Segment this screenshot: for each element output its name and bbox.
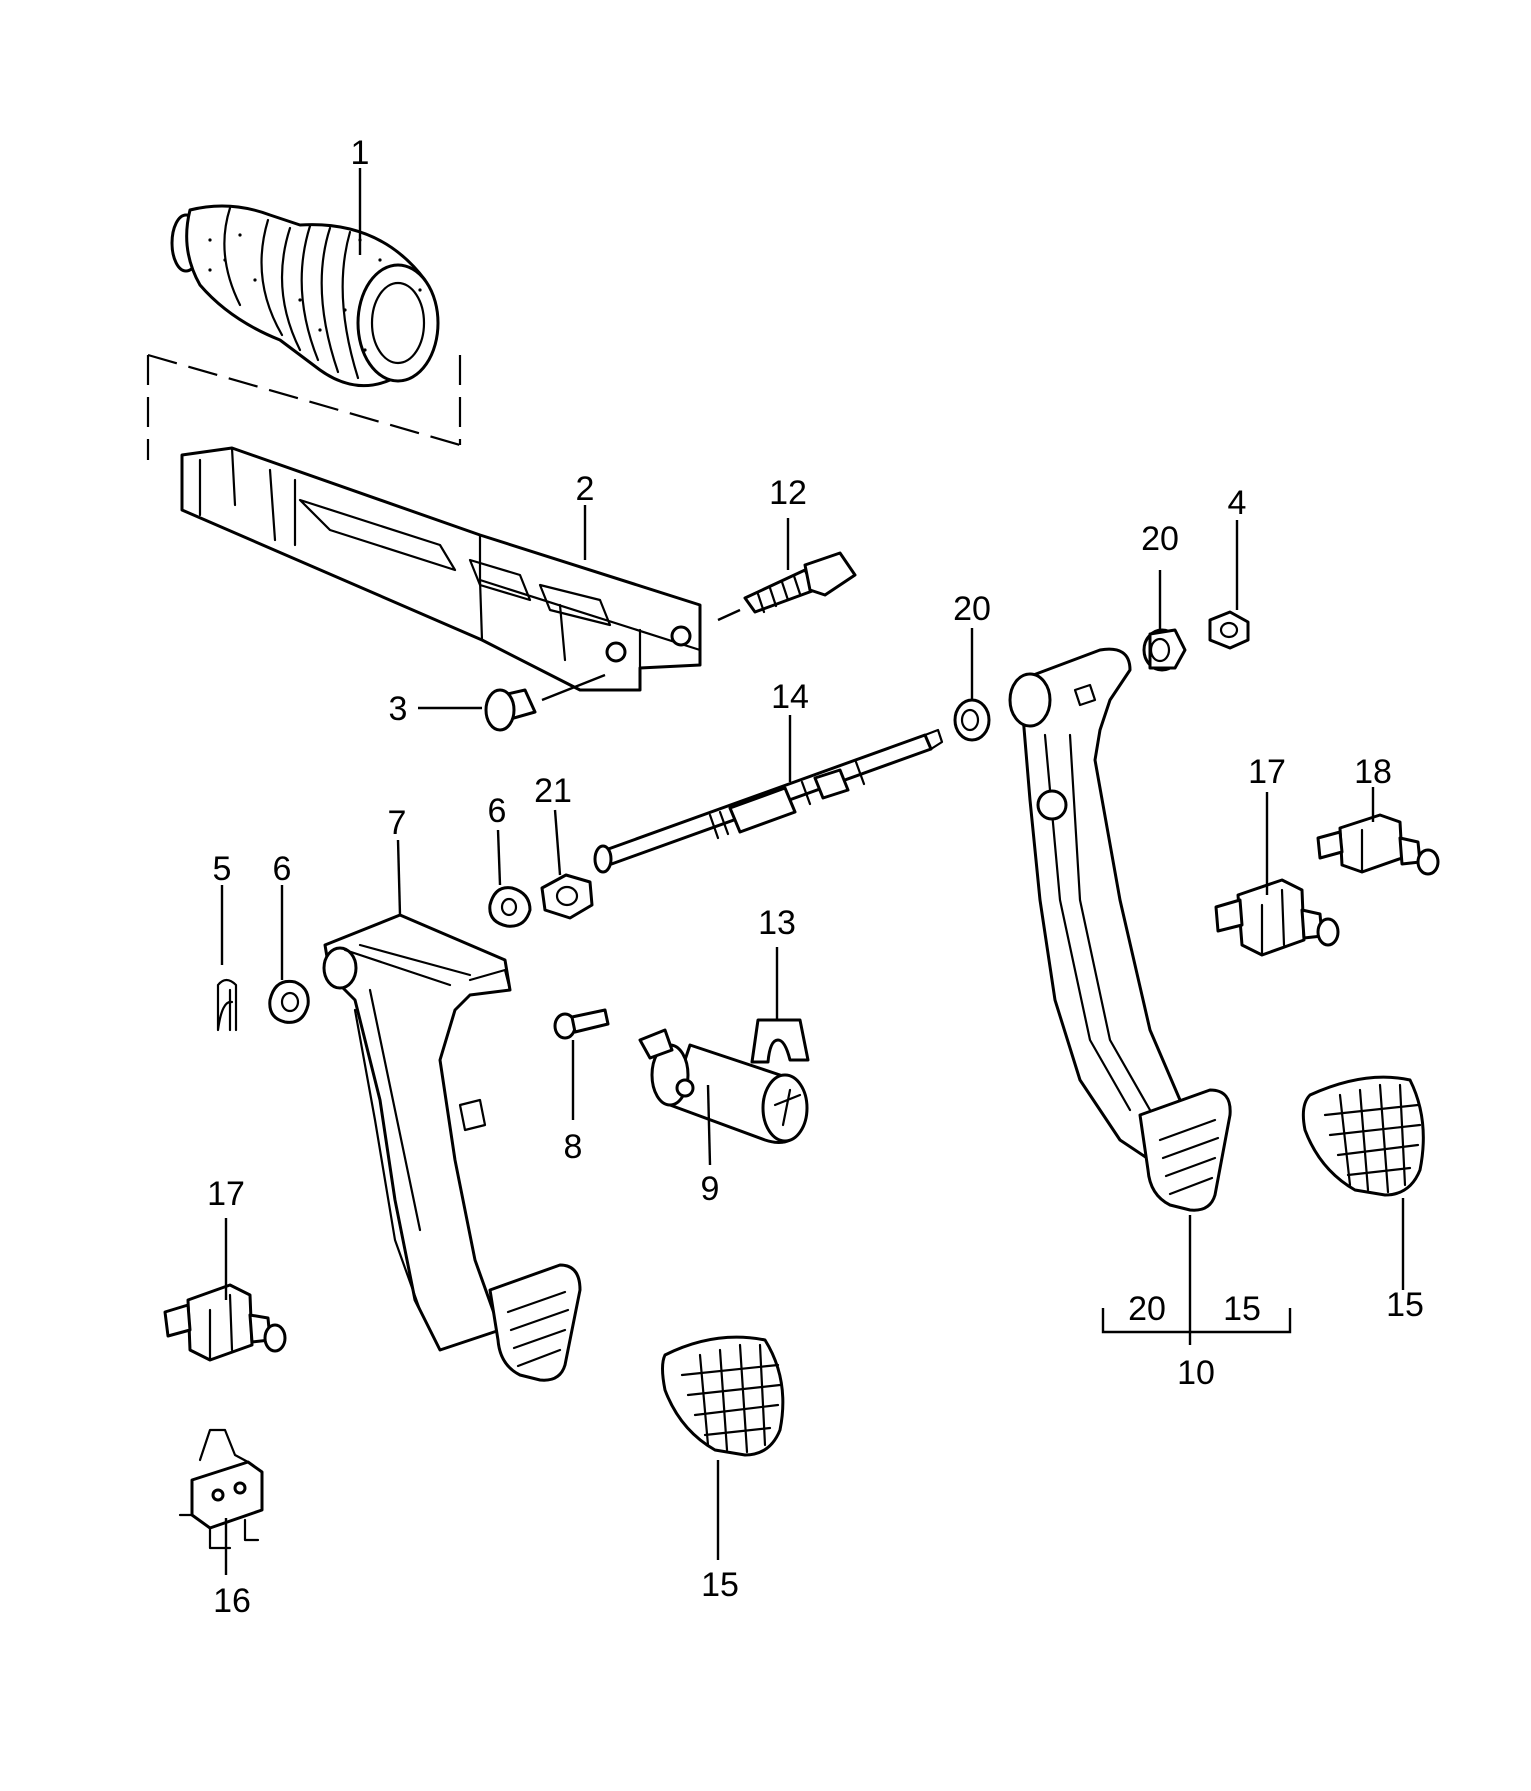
assembly-dash-lines xyxy=(146,353,462,460)
part-10-brake-pedal[interactable] xyxy=(1008,647,1232,1212)
part-20-bushing-b[interactable] xyxy=(1142,628,1187,672)
callout-10: 10 xyxy=(1177,1354,1215,1392)
callout-18: 18 xyxy=(1354,753,1392,791)
part-14-shaft[interactable] xyxy=(593,728,944,874)
callout-13: 13 xyxy=(758,904,796,942)
part-4-nut[interactable] xyxy=(1208,610,1250,650)
callout-15a: 15 xyxy=(1386,1286,1424,1324)
leader-7 xyxy=(396,839,402,916)
leader-9 xyxy=(706,1084,712,1166)
part-20-bushing-a[interactable] xyxy=(953,698,991,742)
callout-20b: 20 xyxy=(1141,520,1179,558)
callout-8: 8 xyxy=(564,1128,583,1166)
callout-3: 3 xyxy=(389,690,408,728)
callout-10-sub-20: 20 xyxy=(1128,1290,1166,1328)
part-6-bushing-right[interactable] xyxy=(488,886,532,928)
callout-6b: 6 xyxy=(488,792,507,830)
callout-17a: 17 xyxy=(207,1175,245,1213)
part-17-switch-right[interactable] xyxy=(1214,878,1340,957)
part-15-pedal-pad-left[interactable] xyxy=(661,1335,785,1457)
callouts: 1 2 3 4 5 6 6 7 8 9 10 20 15 12 13 14 15… xyxy=(207,134,1424,1620)
part-21-nut[interactable] xyxy=(540,873,594,920)
part-5-clip[interactable] xyxy=(216,978,238,1032)
part-7-clutch-pedal[interactable] xyxy=(322,913,582,1382)
callout-14: 14 xyxy=(771,678,809,716)
callout-15b: 15 xyxy=(701,1566,739,1604)
callout-17b: 17 xyxy=(1248,753,1286,791)
part-16-microswitch[interactable] xyxy=(178,1428,264,1550)
callout-5: 5 xyxy=(213,850,232,888)
callout-16: 16 xyxy=(213,1582,251,1620)
part-12-stud-bolt[interactable] xyxy=(717,551,857,622)
part-8-pin[interactable] xyxy=(553,1008,610,1040)
part-6-bushing-left[interactable] xyxy=(268,979,310,1024)
part-1-rubber-boot[interactable] xyxy=(170,204,440,388)
callout-6a: 6 xyxy=(273,850,292,888)
callout-2: 2 xyxy=(576,470,595,508)
callout-4: 4 xyxy=(1228,484,1247,522)
leader-6b xyxy=(496,829,502,886)
callout-1: 1 xyxy=(351,134,370,172)
bracket-10 xyxy=(1101,1308,1292,1334)
part-18-switch[interactable] xyxy=(1316,813,1440,876)
part-3-bolt[interactable] xyxy=(484,673,606,732)
callout-9: 9 xyxy=(701,1170,720,1208)
part-13-clip[interactable] xyxy=(750,1018,810,1064)
part-2-pedal-bracket[interactable] xyxy=(180,446,702,692)
part-9-cylinder[interactable] xyxy=(638,1028,809,1144)
callout-10-sub-15: 15 xyxy=(1223,1290,1261,1328)
part-17-switch-left[interactable] xyxy=(163,1283,287,1362)
leader-lines xyxy=(220,168,1405,1575)
callout-12: 12 xyxy=(769,474,807,512)
callout-7: 7 xyxy=(388,804,407,842)
callout-21: 21 xyxy=(534,772,572,810)
part-15-pedal-pad-right[interactable] xyxy=(1301,1075,1425,1197)
leader-21 xyxy=(553,809,562,876)
callout-20a: 20 xyxy=(953,590,991,628)
